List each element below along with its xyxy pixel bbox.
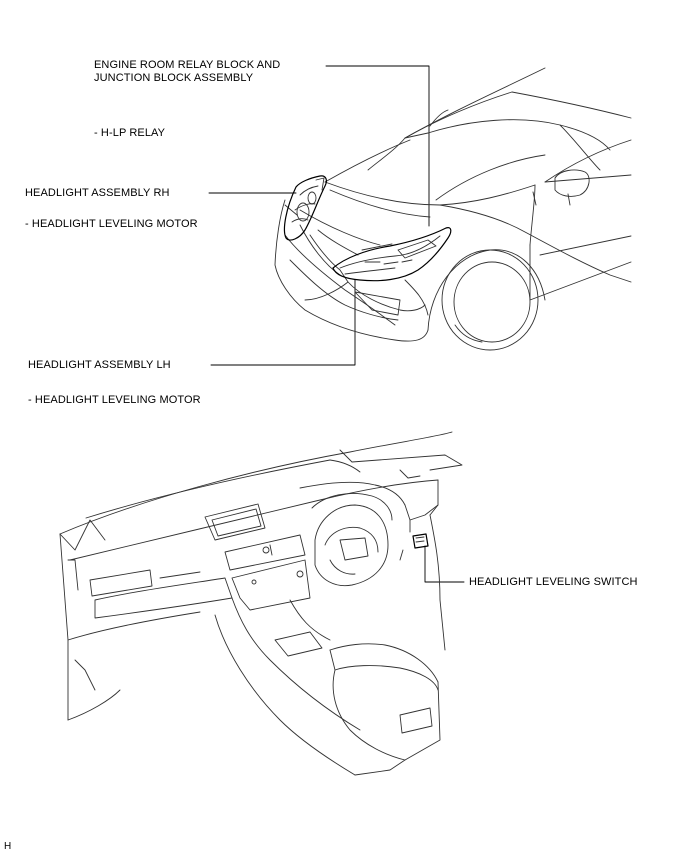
label-headlight-leveling-switch: HEADLIGHT LEVELING SWITCH — [469, 576, 638, 588]
leader-lines — [208, 65, 465, 583]
label-leveling-motor-rh: - HEADLIGHT LEVELING MOTOR — [25, 218, 198, 230]
instrument-panel — [59, 431, 463, 776]
vehicle-front-body — [274, 67, 632, 351]
headlight-assembly-lh-graphic — [332, 227, 452, 282]
label-leveling-motor-lh: - HEADLIGHT LEVELING MOTOR — [28, 394, 201, 406]
leader-headlight-lh — [210, 279, 356, 366]
headlight-assembly-rh-graphic — [283, 175, 327, 241]
label-headlight-assembly-lh: HEADLIGHT ASSEMBLY LH — [28, 359, 171, 371]
headlight-leveling-switch-graphic — [412, 533, 429, 549]
leader-leveling-switch — [424, 545, 465, 583]
label-engine-room-relay-block: ENGINE ROOM RELAY BLOCK AND JUNCTION BLO… — [94, 59, 281, 84]
label-hlp-relay: - H-LP RELAY — [94, 127, 166, 139]
figure-code: H — [4, 841, 12, 852]
label-headlight-assembly-rh: HEADLIGHT ASSEMBLY RH — [25, 187, 170, 199]
leader-engine-room-block — [325, 65, 430, 227]
